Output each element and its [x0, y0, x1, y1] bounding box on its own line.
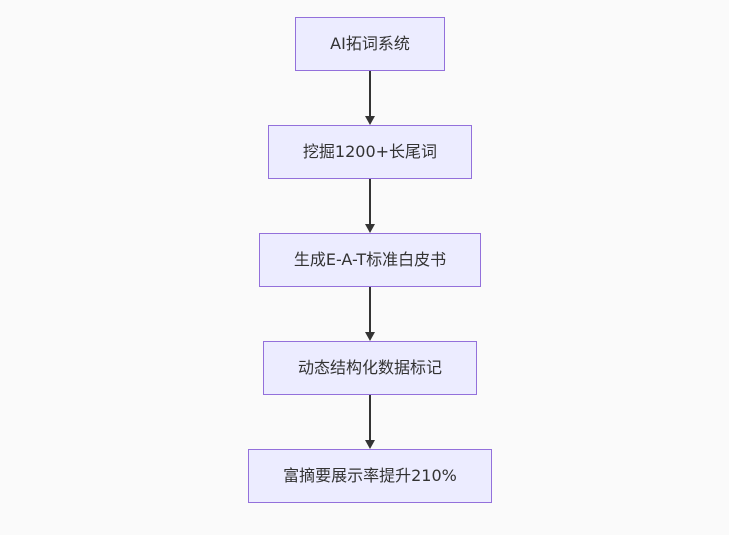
node-label: 挖掘1200+长尾词 [302, 142, 438, 161]
flow-arrow-1 [365, 71, 375, 125]
flow-arrow-4 [365, 395, 375, 449]
arrow-line [369, 71, 371, 116]
node-label: 动态结构化数据标记 [297, 358, 442, 377]
node-label: 生成E-A-T标准白皮书 [293, 250, 447, 269]
flowchart: AI拓词系统 挖掘1200+长尾词 生成E-A-T标准白皮书 动态结构化数据标记… [248, 17, 492, 503]
node-ai-expansion-system: AI拓词系统 [295, 17, 445, 71]
arrowhead-down-icon [365, 332, 375, 341]
arrowhead-down-icon [365, 224, 375, 233]
node-label: AI拓词系统 [330, 34, 410, 53]
node-eat-whitepaper: 生成E-A-T标准白皮书 [258, 233, 482, 287]
flow-arrow-2 [365, 179, 375, 233]
arrowhead-down-icon [365, 440, 375, 449]
arrowhead-down-icon [365, 116, 375, 125]
node-structured-data-markup: 动态结构化数据标记 [262, 341, 477, 395]
arrow-line [369, 395, 371, 440]
arrow-line [369, 287, 371, 332]
node-rich-snippet-result: 富摘要展示率提升210% [248, 449, 492, 503]
arrow-line [369, 179, 371, 224]
node-label: 富摘要展示率提升210% [283, 466, 457, 485]
flow-arrow-3 [365, 287, 375, 341]
node-longtail-mining: 挖掘1200+长尾词 [267, 125, 473, 179]
